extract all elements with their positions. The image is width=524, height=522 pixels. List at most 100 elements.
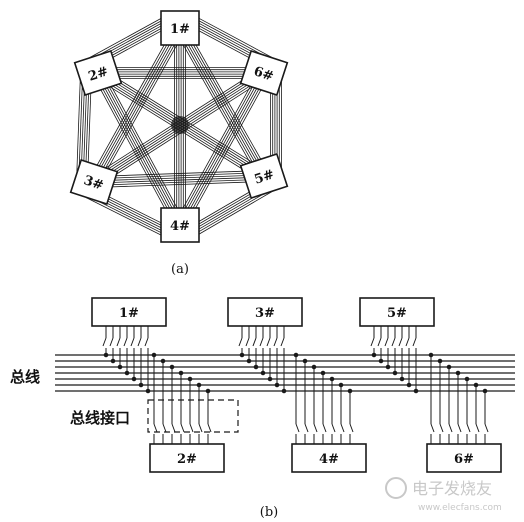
tap-switch <box>295 423 300 433</box>
tap <box>455 370 462 444</box>
diagram-a-nodes: 1#2#3#4#5#6# <box>69 10 289 243</box>
wire <box>188 190 274 241</box>
tap <box>169 364 176 444</box>
module-2: 2# <box>149 443 225 473</box>
tap-switch <box>304 423 309 433</box>
wire <box>187 14 272 60</box>
node-label: 1# <box>170 22 190 37</box>
tap-switch <box>430 423 435 433</box>
tap <box>137 326 144 388</box>
module-box <box>227 297 303 327</box>
tap-switch <box>457 423 462 433</box>
node-label: 4# <box>170 219 190 234</box>
tap <box>102 326 109 358</box>
tap-switch <box>412 337 417 347</box>
tap-junction <box>124 370 130 376</box>
wire <box>94 178 265 186</box>
tap <box>412 326 419 394</box>
tap-switch <box>475 423 480 433</box>
node-box <box>160 207 200 243</box>
tap <box>144 326 151 394</box>
wire <box>90 14 173 60</box>
wire-bundle-1-3 <box>88 25 186 185</box>
wire <box>187 188 272 239</box>
tap <box>245 326 252 364</box>
tap-switch <box>102 337 107 347</box>
tap-switch <box>198 423 203 433</box>
wire <box>182 74 268 227</box>
node-box <box>239 152 289 200</box>
wire <box>96 29 184 184</box>
wire <box>184 75 270 228</box>
tap <box>482 388 489 444</box>
tap-switch <box>162 423 167 433</box>
tap-junction <box>253 364 259 370</box>
module-label: 2# <box>177 452 197 467</box>
wire <box>94 28 182 183</box>
wire <box>178 28 264 177</box>
node-3: 3# <box>69 158 119 206</box>
tap-junction <box>145 388 151 394</box>
tap-switch <box>349 423 354 433</box>
node-label: 3# <box>82 173 106 193</box>
tap <box>428 352 435 444</box>
tap-switch <box>137 337 142 347</box>
node-box <box>73 49 123 97</box>
tap <box>196 382 203 444</box>
module-label: 3# <box>255 306 275 321</box>
tap <box>347 388 354 444</box>
tap <box>259 326 266 376</box>
wire <box>174 70 260 223</box>
tap-junction <box>385 364 391 370</box>
tap-switch <box>130 337 135 347</box>
wire-bundle-3-5 <box>93 170 265 188</box>
tap-switch <box>273 337 278 347</box>
tap-switch <box>280 337 285 347</box>
wire <box>93 174 264 182</box>
module-label: 6# <box>454 452 474 467</box>
module-label: 5# <box>387 306 407 321</box>
node-label: 5# <box>253 167 277 187</box>
module-1: 1# <box>91 297 167 327</box>
tap <box>370 326 377 358</box>
tap-switch <box>331 423 336 433</box>
module-4: 4# <box>291 443 367 473</box>
tap <box>280 326 287 394</box>
tap-junction <box>371 352 377 358</box>
wire <box>184 25 270 174</box>
tap-switch <box>266 337 271 347</box>
tap <box>320 370 327 444</box>
tap <box>205 388 212 444</box>
tap <box>464 376 471 444</box>
tap-junction <box>399 376 405 382</box>
bus-taps <box>102 326 489 444</box>
tap-junction <box>239 352 245 358</box>
tap-junction <box>378 358 384 364</box>
tap-switch <box>340 423 345 433</box>
node-label: 2# <box>87 64 111 84</box>
module-box <box>91 297 167 327</box>
tap <box>123 326 130 376</box>
tap-switch <box>391 337 396 347</box>
tap <box>311 364 318 444</box>
tap <box>109 326 116 364</box>
bus-label: 总线 <box>10 368 40 386</box>
tap <box>160 358 167 444</box>
tap-switch <box>238 337 243 347</box>
tap <box>446 364 453 444</box>
watermark-text: 电子发烧友 <box>412 479 492 498</box>
module-box <box>291 443 367 473</box>
tap <box>437 358 444 444</box>
node-2: 2# <box>73 49 123 97</box>
tap <box>329 376 336 444</box>
tap-switch <box>153 423 158 433</box>
wire <box>182 26 268 175</box>
wire <box>92 27 180 182</box>
module-3: 3# <box>227 297 303 327</box>
tap-junction <box>131 376 137 382</box>
wire <box>176 29 262 178</box>
tap <box>178 370 185 444</box>
module-5: 5# <box>359 297 435 327</box>
tap-switch <box>313 423 318 433</box>
wire <box>92 75 176 228</box>
